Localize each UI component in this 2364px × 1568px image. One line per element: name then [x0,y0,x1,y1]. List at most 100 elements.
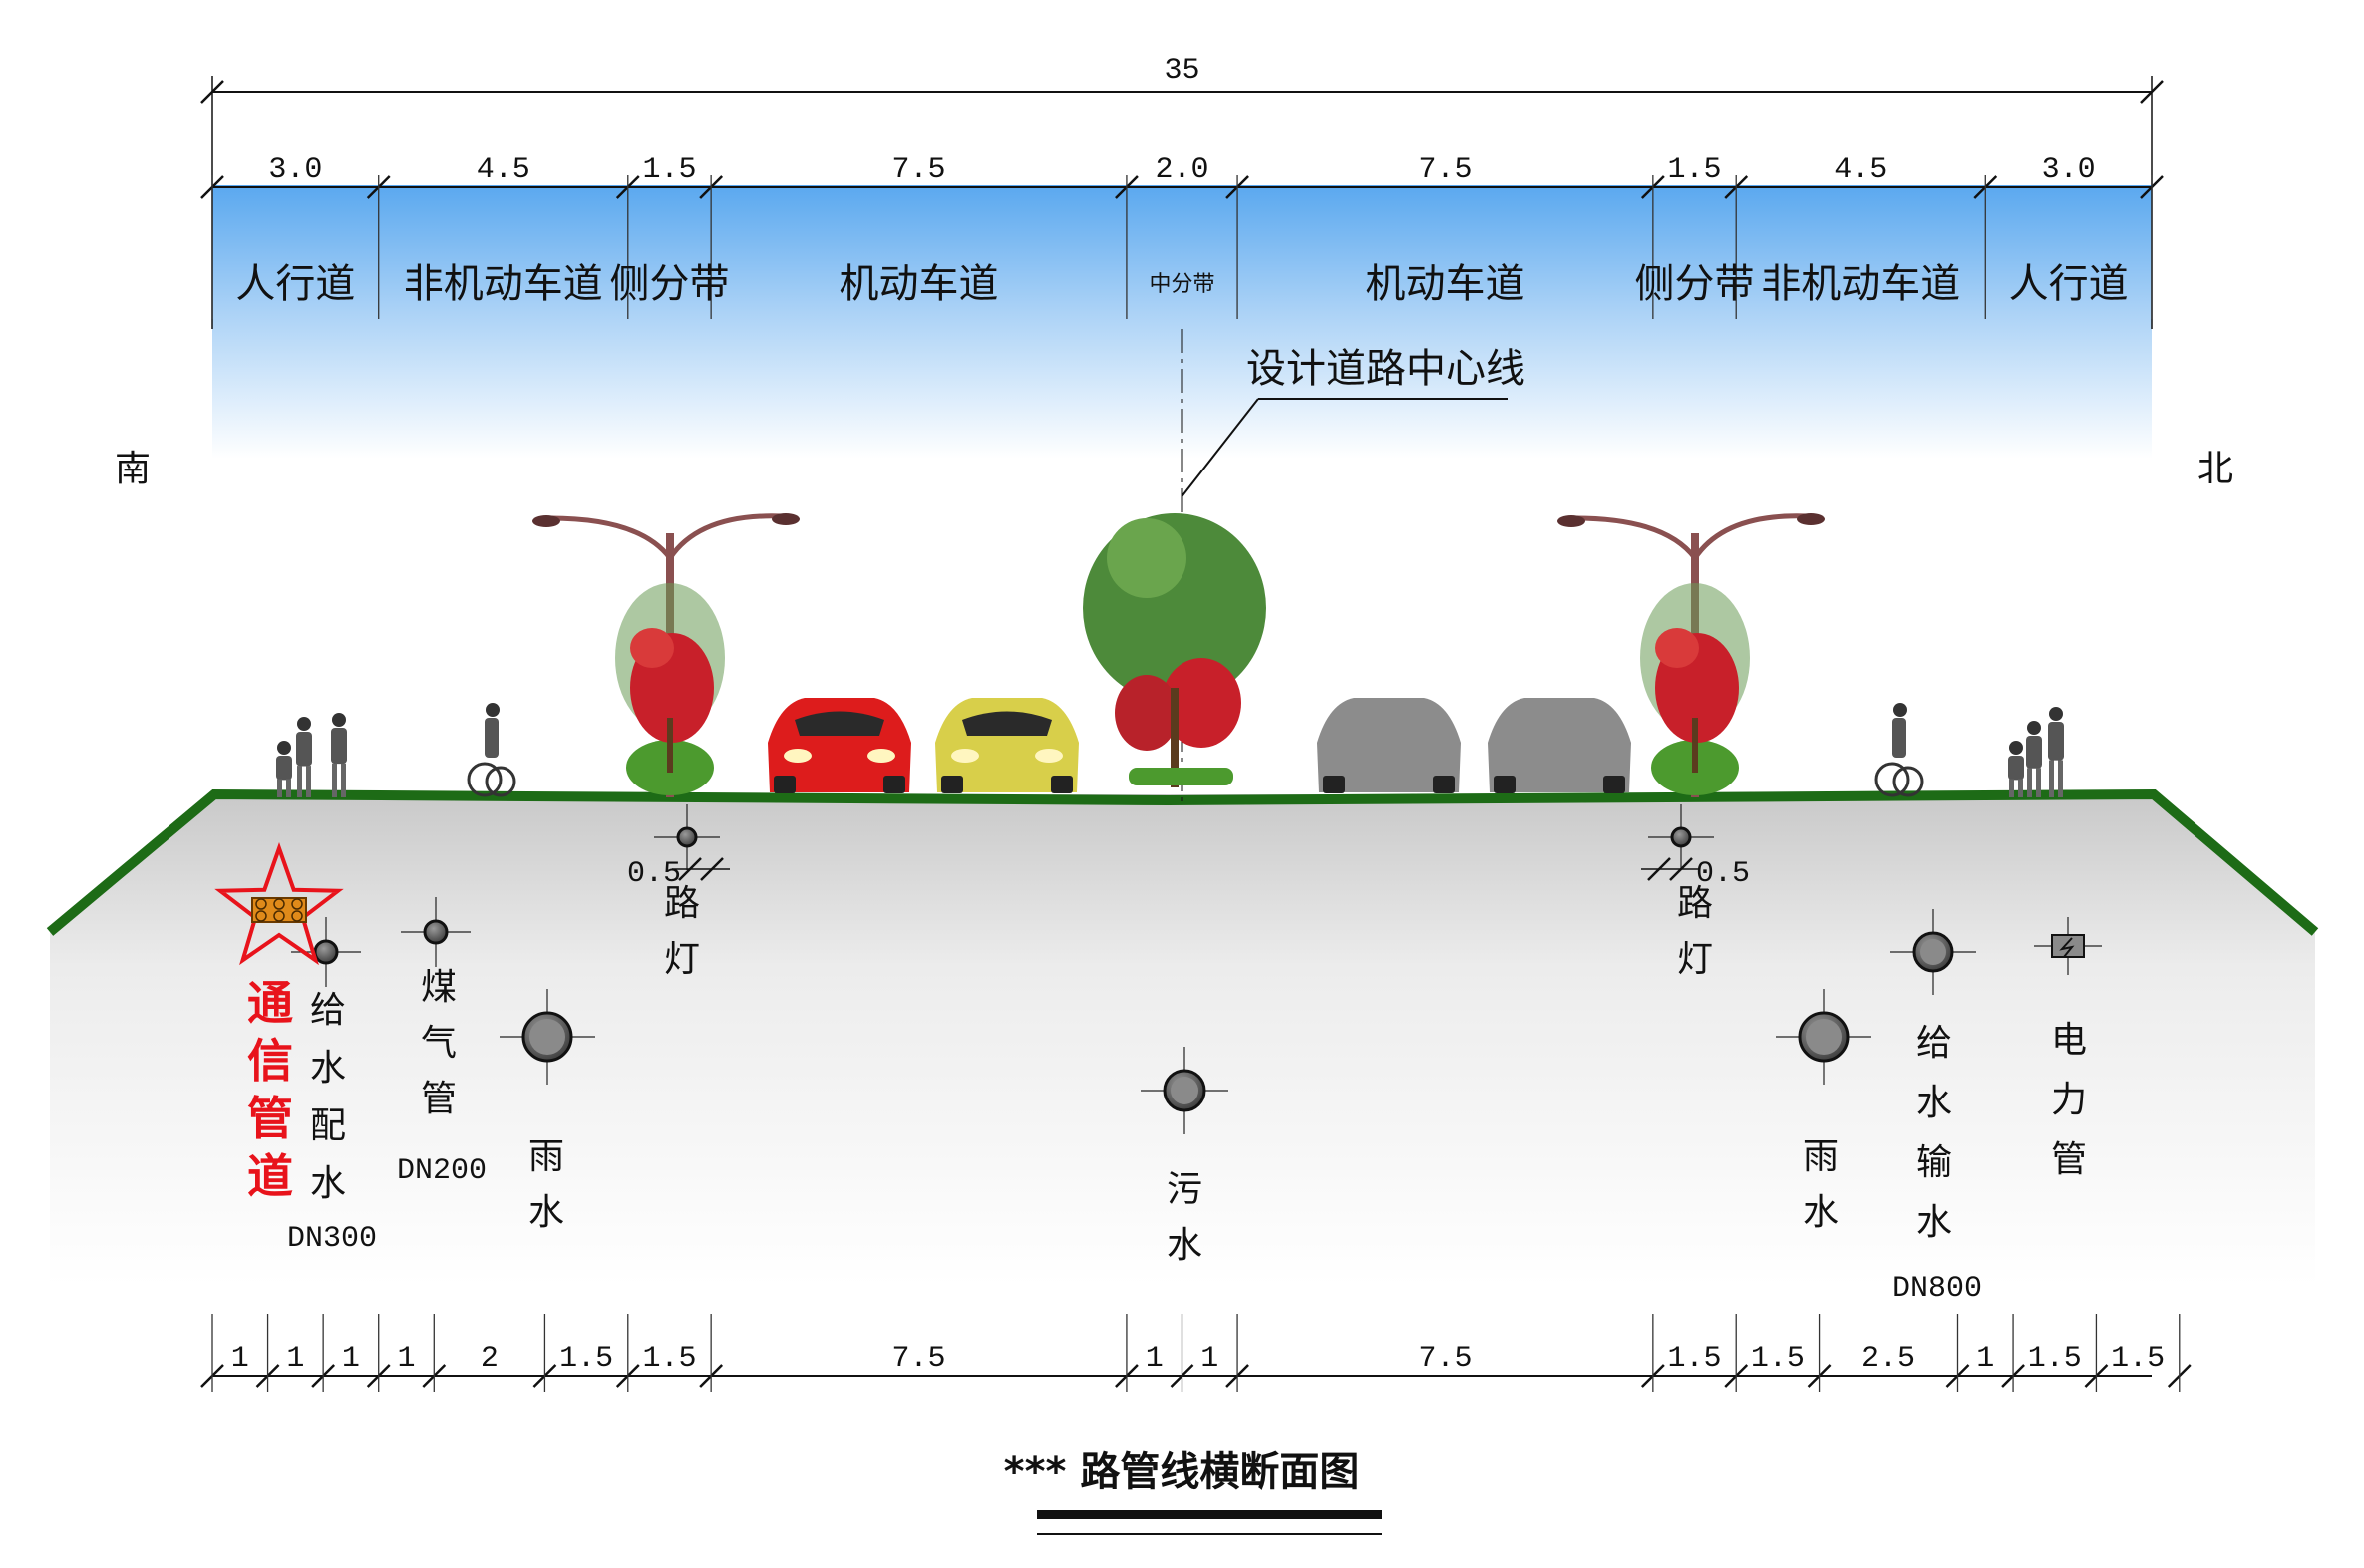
lane-name-label: 机动车道 [1365,261,1524,307]
lane-width-label: 1.5 [1668,154,1722,187]
storm-pipe-right [1776,989,1871,1085]
storm-left-label: 雨水 [528,1136,564,1233]
segment-width-label: 1 [1146,1342,1164,1376]
segment-width-label: 1 [397,1342,415,1376]
diagram-caption: *** 路管线横断面图 [1004,1449,1360,1495]
lane-name-label: 非机动车道 [404,261,603,307]
segment-width-label: 1 [1976,1342,1994,1376]
gas-pipe [401,897,471,967]
svg-text:电: 电 [2051,1020,2087,1061]
total-width-label: 35 [1164,54,1199,88]
ground-body [50,794,2315,1286]
svg-text:灯: 灯 [1677,939,1713,980]
car-red [768,698,911,793]
svg-text:给: 给 [310,990,346,1031]
lane-width-label: 4.5 [477,154,530,187]
svg-text:路: 路 [664,883,700,924]
svg-text:管: 管 [421,1079,457,1119]
pedestrian-figure [2026,721,2042,797]
lane-width-label: 2.0 [1155,154,1208,187]
lamp-right-label: 路灯 [1677,883,1713,980]
ground-surface-line [46,788,2319,936]
svg-text:气: 气 [421,1023,457,1064]
svg-text:信: 信 [247,1034,293,1088]
gas-size: DN200 [397,1154,487,1188]
lane-width-label: 4.5 [1834,154,1887,187]
water-transmission-pipe [1890,909,1976,995]
lane-name-label: 侧分带 [609,261,729,307]
median-tree [1083,513,1266,787]
pedestrian-figure [2008,741,2024,797]
caption-underline-thick [1037,1510,1382,1519]
svg-text:水: 水 [1916,1083,1952,1123]
dim-tick [678,857,702,881]
segment-width-label: 1.5 [1668,1342,1722,1376]
lamp-offset-left: 0.5 [627,857,730,891]
segment-width-label: 1 [231,1342,249,1376]
storm-right-label: 雨水 [1803,1136,1839,1233]
segment-width-label: 1 [286,1342,304,1376]
svg-text:水: 水 [1916,1202,1952,1243]
planter-shrub [615,583,725,795]
svg-text:道: 道 [247,1149,293,1203]
lane-name-label: 非机动车道 [1761,261,1960,307]
sewage-label: 污水 [1167,1169,1202,1266]
lamp-cable-left [654,804,720,870]
cyclist-figure [467,703,516,797]
svg-text:雨: 雨 [528,1136,564,1177]
svg-text:煤: 煤 [421,967,457,1008]
lane-width-label: 7.5 [892,154,946,187]
lane-name-label: 人行道 [235,261,355,307]
power-conduit [2034,917,2102,975]
centerline-leader [1181,398,1259,497]
dim-tick [1669,857,1693,881]
water-transmission-size: DN800 [1892,1272,1982,1306]
lane-name-label: 人行道 [2009,261,2129,307]
sewage-pipe [1141,1047,1228,1134]
lane-width-label: 3.0 [2042,154,2096,187]
segment-width-label: 1.5 [642,1342,696,1376]
segment-width-label: 7.5 [1418,1342,1472,1376]
lamp-offset-right: 0.5 [1641,857,1750,891]
lane-width-label: 7.5 [1418,154,1472,187]
storm-pipe-left [500,989,595,1085]
svg-text:雨: 雨 [1803,1136,1839,1177]
lane-name-label: 中分带 [1149,272,1214,297]
svg-text:路: 路 [1677,883,1713,924]
svg-text:水: 水 [1167,1225,1202,1266]
segment-width-label: 1 [1200,1342,1218,1376]
pedestrian-figure [276,741,292,797]
pedestrian-figure [331,713,347,797]
car-silhouette [1317,698,1461,793]
lane-name-label: 机动车道 [840,261,999,307]
svg-text:灯: 灯 [664,939,700,980]
centerline-label: 设计道路中心线 [1246,346,1525,392]
south-label: 南 [115,449,151,489]
svg-text:给: 给 [1916,1023,1952,1064]
svg-text:水: 水 [310,1048,346,1089]
svg-text:配: 配 [310,1105,346,1146]
segment-width-label: 2.5 [1861,1342,1915,1376]
segment-width-label: 1.5 [2111,1342,2165,1376]
svg-text:力: 力 [2051,1080,2087,1120]
segment-width-label: 7.5 [892,1342,946,1376]
svg-text:0.5: 0.5 [627,857,681,891]
svg-text:管: 管 [247,1092,293,1145]
gas-label: 煤气管 [421,967,457,1119]
cyclist-figure [1874,703,1924,797]
north-label: 北 [2197,449,2233,489]
svg-text:水: 水 [528,1192,564,1233]
lamp-cable-right [1648,804,1714,870]
lane-width-label: 3.0 [268,154,322,187]
segment-width-label: 1.5 [559,1342,613,1376]
dim-tick [1647,857,1671,881]
water-distribution-size: DN300 [287,1222,377,1256]
lane-name-label: 侧分带 [1635,261,1755,307]
water-distribution-pipe [291,917,361,987]
svg-text:水: 水 [1803,1192,1839,1233]
planter-shrub [1640,583,1750,795]
